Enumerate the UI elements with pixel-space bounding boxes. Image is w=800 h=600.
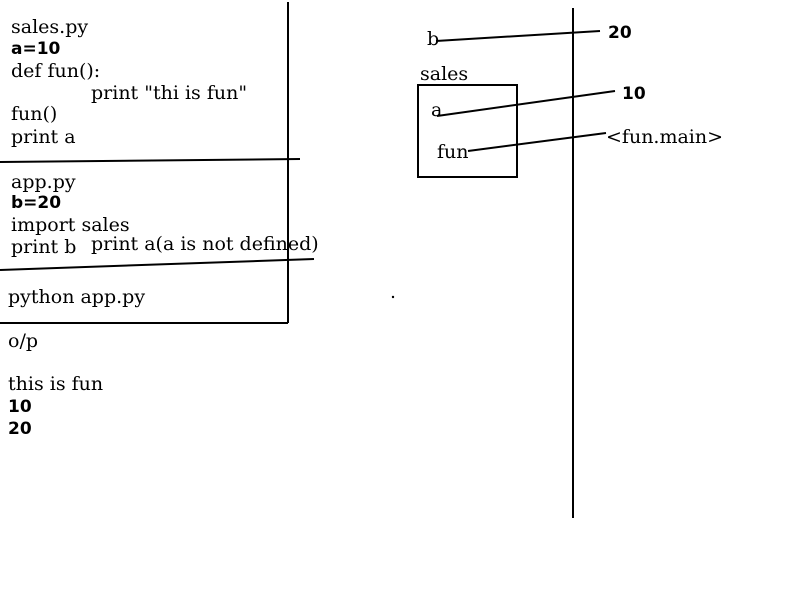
- output-label: o/p: [8, 330, 39, 352]
- app-line-import: import sales: [11, 214, 130, 236]
- divider-app-command: [0, 258, 315, 271]
- sales-line-def: def fun():: [11, 60, 101, 82]
- output-line-3: 20: [8, 419, 32, 439]
- output-line-2: 10: [8, 397, 32, 417]
- arrow-b-to-20: [435, 30, 601, 42]
- app-annotation: print a(a is not defined): [91, 233, 319, 255]
- sales-line-print-fun: print "thi is fun": [91, 82, 248, 104]
- sales-module-box: [417, 84, 518, 178]
- module-label-sales: sales: [420, 63, 469, 85]
- app-line-b: b=20: [11, 193, 62, 213]
- arrow-a-to-10: [436, 90, 616, 117]
- sales-line-a: a=10: [11, 39, 61, 59]
- global-value-20: 20: [608, 23, 632, 43]
- module-value-fun-main: <fun.main>: [606, 126, 724, 148]
- module-var-a: a: [431, 99, 443, 121]
- sales-filename: sales.py: [11, 16, 89, 38]
- divider-sales-app: [0, 158, 301, 163]
- arrow-fun-to-main: [467, 132, 607, 152]
- stray-dot: [391, 295, 395, 299]
- output-line-1: this is fun: [8, 373, 104, 395]
- app-filename: app.py: [11, 171, 76, 193]
- module-var-fun: fun: [437, 141, 469, 163]
- global-var-b: b: [427, 28, 440, 50]
- sales-line-print-a: print a: [11, 126, 76, 148]
- module-value-10: 10: [622, 84, 646, 104]
- run-command: python app.py: [8, 286, 146, 308]
- sales-line-call: fun(): [11, 103, 58, 125]
- app-line-print-b: print b: [11, 236, 77, 258]
